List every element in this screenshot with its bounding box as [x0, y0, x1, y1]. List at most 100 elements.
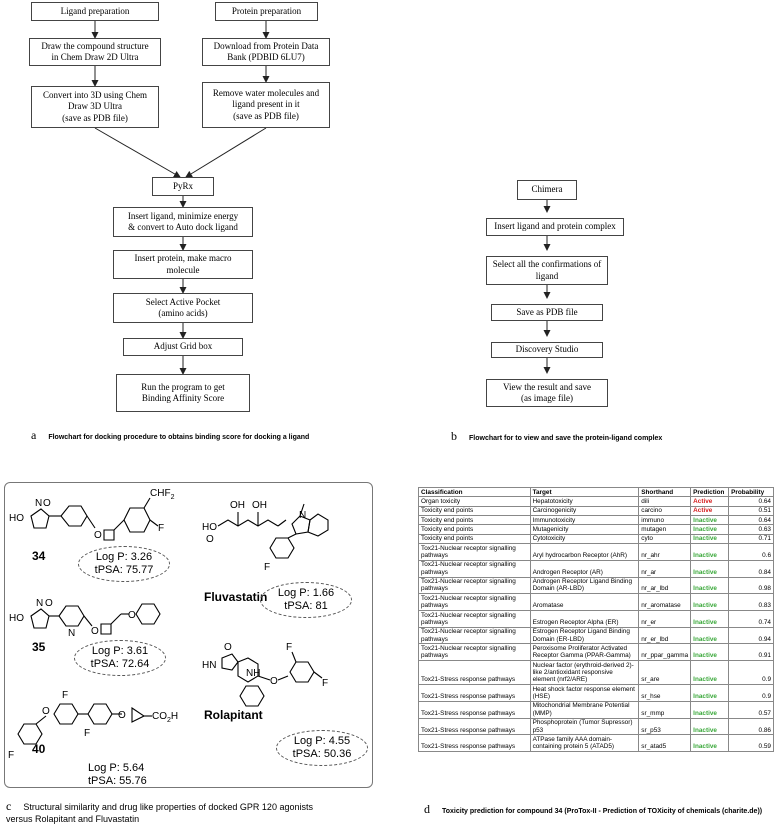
cell-classification: Tox21-Nuclear receptor signalling pathwa… [418, 576, 531, 595]
table-row: Tox21-Nuclear receptor signalling pathwa… [418, 559, 774, 578]
cell-classification: Toxicity end points [418, 515, 531, 526]
cell-prediction: Inactive [690, 576, 730, 595]
cell-classification: Tox21-Nuclear receptor signalling pathwa… [418, 543, 531, 561]
cell-classification: Tox21-Stress response pathways [418, 717, 531, 736]
compound-34-properties: Log P: 3.26 tPSA: 75.77 [78, 546, 170, 582]
cell-prediction: Inactive [690, 559, 730, 578]
atom-cf3-bottom: F [322, 678, 328, 689]
cell-probability: 0.98 [728, 576, 774, 595]
remove-water-box: Remove water molecules and ligand presen… [202, 82, 330, 128]
cell-prediction: Inactive [690, 734, 730, 753]
atom-ho: HO [9, 513, 24, 524]
cell-classification: Tox21-Nuclear receptor signalling pathwa… [418, 610, 531, 628]
fluvastatin-structure: HO O OH OH N F [202, 500, 329, 573]
atom-hn-rola: HN [202, 660, 216, 671]
cell-shorthand: nr_ar [638, 559, 692, 578]
flowchart-connectors [91, 21, 551, 375]
cell-shorthand: cyto [638, 533, 692, 545]
atom-o-ether-35: O [91, 626, 99, 637]
rolapitant-logp: Log P: 4.55 [293, 735, 351, 748]
cell-shorthand: nr_ahr [638, 543, 692, 561]
atom-n-pyridine: N [68, 628, 75, 639]
cell-prediction: Inactive [690, 515, 730, 526]
atom-o-fluva: O [206, 534, 214, 545]
atom-ho-35: HO [9, 613, 24, 624]
cell-probability: 0.6 [728, 543, 774, 561]
cell-target: Mutagenicity [529, 524, 640, 535]
panel-letter-d: d [424, 802, 430, 816]
save-pdb-box: Save as PDB file [491, 304, 603, 321]
panel-letter-b: b [451, 429, 457, 443]
atom-chf2: CHF2 [150, 488, 175, 501]
table-row: Tox21-Nuclear receptor signalling pathwa… [418, 610, 774, 628]
cell-target: Mitochondrial Membrane Potential (MMP) [529, 700, 640, 719]
select-pocket-box: Select Active Pocket (amino acids) [113, 293, 253, 323]
rolapitant-structure: HN O NH O F F [202, 642, 328, 707]
select-confirmations-box: Select all the confirmations of ligand [486, 256, 608, 285]
header-classification: Classification [418, 486, 531, 498]
cell-classification: Tox21-Nuclear receptor signalling pathwa… [418, 559, 531, 578]
compound-35-label: 35 [32, 640, 46, 654]
cell-target: Heat shock factor response element (HSE) [529, 684, 640, 702]
atom-o-ether: O [94, 530, 102, 541]
compound-35-logp: Log P: 3.61 [91, 645, 149, 658]
cell-classification: Tox21-Stress response pathways [418, 660, 531, 686]
cell-classification: Toxicity end points [418, 505, 531, 517]
discovery-studio-box: Discovery Studio [491, 342, 603, 358]
cell-target: Aryl hydrocarbon Receptor (AhR) [529, 543, 640, 561]
cell-target: Phosphoprotein (Tumor Supressor) p53 [529, 717, 640, 736]
table-row: Tox21-Nuclear receptor signalling pathwa… [418, 576, 774, 595]
atom-oh-fluva-a: OH [230, 500, 245, 511]
atom-oh-fluva-b: OH [252, 500, 267, 511]
cell-prediction: Inactive [690, 543, 730, 561]
compound-35-tpsa: tPSA: 72.64 [90, 658, 150, 670]
cell-classification: Toxicity end points [418, 533, 531, 545]
cell-shorthand: sr_are [638, 660, 692, 686]
fluvastatin-tpsa: tPSA: 81 [284, 600, 328, 612]
chimera-box: Chimera [517, 180, 577, 200]
cell-probability: 0.91 [728, 643, 774, 662]
compound-35-structure: HO N O N O O [9, 598, 161, 639]
cell-shorthand: nr_ppar_gamma [638, 643, 692, 662]
header-prediction: Prediction [690, 486, 730, 498]
atom-n-fluva: N [299, 510, 306, 521]
fluvastatin-label: Fluvastatin [204, 590, 268, 604]
atom-o-ether-rola: O [270, 676, 278, 687]
draw-structure-box: Draw the compound structure in Chem Draw… [29, 38, 161, 66]
cell-prediction: Inactive [690, 610, 730, 628]
atom-nh-rola: NH [246, 668, 260, 679]
compound-34-tpsa: tPSA: 75.77 [94, 564, 154, 576]
cell-classification: Tox21-Nuclear receptor signalling pathwa… [418, 593, 531, 612]
toxicity-table: Classification Target Shorthand Predicti… [418, 486, 774, 753]
atom-ho-fluva: HO [202, 522, 217, 533]
atom-f-fluva: F [264, 562, 270, 573]
cell-target: Nuclear factor (erythroid-derived 2)-lik… [529, 660, 640, 686]
cell-probability: 0.64 [728, 515, 774, 526]
caption-a-text: Flowchart for docking procedure to obtai… [48, 434, 310, 441]
cell-target: Cytotoxicity [529, 533, 640, 545]
cell-probability: 0.71 [728, 533, 774, 545]
table-row: Tox21-Nuclear receptor signalling pathwa… [418, 626, 774, 645]
cell-classification: Toxicity end points [418, 524, 531, 535]
cell-probability: 0.84 [728, 559, 774, 578]
atom-o-40b: O [118, 710, 126, 721]
cell-prediction: Inactive [690, 700, 730, 719]
atom-f-40c: F [84, 728, 90, 739]
panel-letter-c: c [6, 799, 12, 813]
cell-target: Aromatase [529, 593, 640, 612]
atom-n-35: N [36, 598, 43, 609]
cell-probability: 0.94 [728, 626, 774, 645]
cell-prediction: Inactive [690, 626, 730, 645]
view-result-box: View the result and save (as image file) [486, 379, 608, 407]
insert-ligand-box: Insert ligand, minimize energy & convert… [113, 207, 253, 237]
cell-classification: Tox21-Stress response pathways [418, 684, 531, 702]
compound-40-label: 40 [32, 742, 46, 756]
